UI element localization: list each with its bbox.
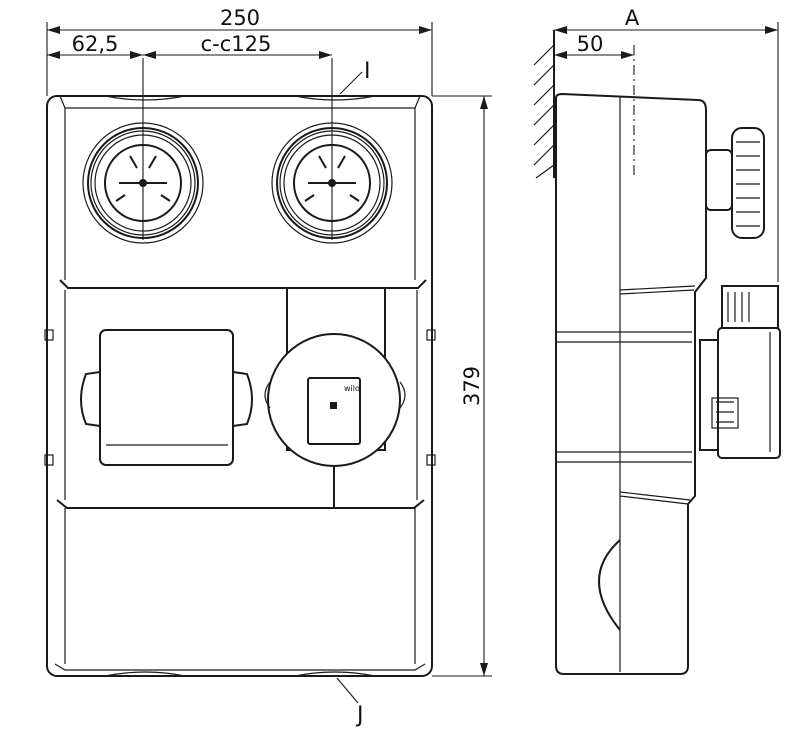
dimension-lines xyxy=(46,22,492,704)
gauge-knob-side-icon xyxy=(705,127,765,239)
top-bevel xyxy=(59,95,421,109)
dim-side-depth: A xyxy=(625,6,640,30)
circulation-pump: wilo xyxy=(264,288,406,508)
middle-divider-top xyxy=(59,279,427,289)
dim-wall-offset: 50 xyxy=(577,32,604,56)
front-view: wilo xyxy=(44,58,436,677)
callout-bottom-label: J xyxy=(355,703,364,728)
lower-divider xyxy=(56,499,425,509)
pump-display xyxy=(307,377,361,445)
pump-brand-label: wilo xyxy=(344,384,360,393)
dim-left-offset: 62,5 xyxy=(72,32,119,56)
dim-overall-width: 250 xyxy=(220,6,260,30)
pump-side-icon xyxy=(699,285,781,459)
callout-top-label: I xyxy=(364,59,371,84)
wall-hatching xyxy=(533,44,555,179)
housing-outline xyxy=(46,95,433,677)
dim-center-to-center: c-c125 xyxy=(201,32,272,56)
side-dimension-lines xyxy=(554,22,779,282)
dim-overall-height: 379 xyxy=(460,366,484,406)
valve-block xyxy=(80,329,253,466)
side-view xyxy=(533,30,781,675)
side-housing-outline xyxy=(555,92,707,675)
bottom-cutout xyxy=(598,539,621,631)
